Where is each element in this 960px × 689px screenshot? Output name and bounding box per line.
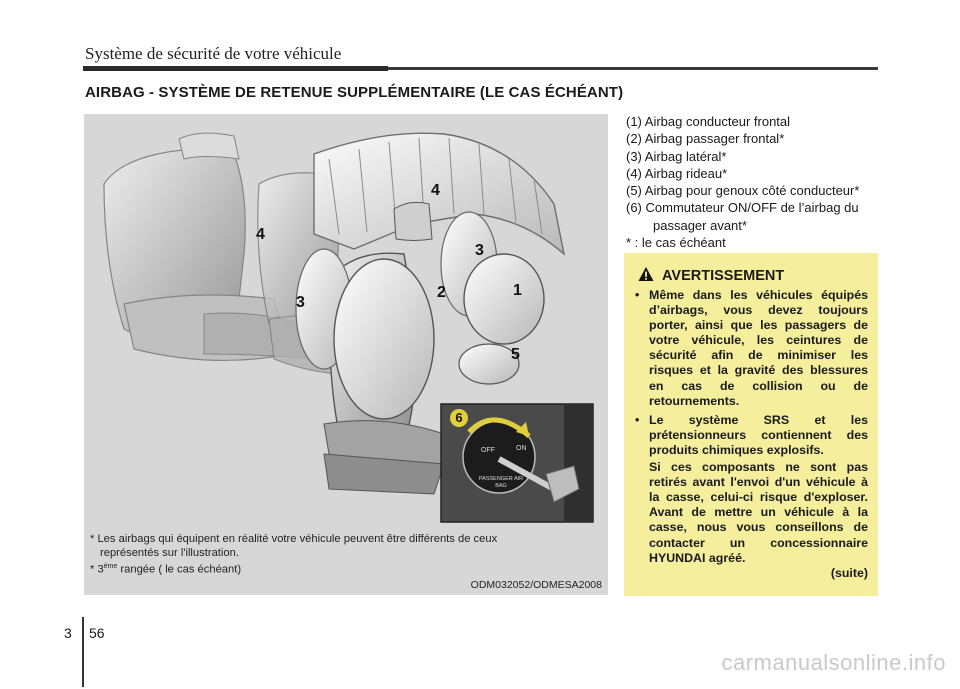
- figure-note-2: * 3ème rangée ( le cas échéant): [90, 560, 241, 577]
- warning-bullet-1: Même dans les véhicules équipés d’airbag…: [632, 288, 868, 409]
- callout-3-a: 3: [296, 294, 305, 311]
- warning-header: AVERTISSEMENT: [638, 266, 784, 284]
- airbag-drawing: [103, 132, 594, 523]
- legend-item-5: (5) Airbag pour genoux côté conducteur*: [626, 183, 860, 199]
- running-header: Système de sécurité de votre véhicule: [85, 44, 342, 63]
- airbag-legend: (1) Airbag conducteur frontal (2) Airbag…: [626, 113, 882, 251]
- legend-item-6: (6) Commutateur ON/OFF de l’airbag du pa…: [626, 200, 859, 233]
- callout-4-b: 4: [431, 182, 440, 199]
- section-title: AIRBAG - SYSTÈME DE RETENUE SUPPLÉMENTAI…: [85, 84, 624, 101]
- callout-5: 5: [511, 346, 520, 363]
- callout-3-b: 3: [475, 242, 484, 259]
- knee-airbag: [458, 343, 520, 385]
- curtain-airbag: [313, 132, 566, 256]
- header-rule-accent: [83, 66, 388, 71]
- warning-body: Même dans les véhicules équipés d’airbag…: [632, 288, 868, 581]
- figure-note-2-suffix: rangée ( le cas échéant): [117, 563, 242, 576]
- switch-on-label: ON: [516, 445, 527, 452]
- figure-note-2-sup: ème: [103, 563, 118, 570]
- figure-note-1-line-1: * Les airbags qui équipent en réalité vo…: [90, 533, 498, 545]
- legend-item-3: (3) Airbag latéral*: [626, 148, 727, 164]
- airbag-illustration: 4 4 3 3 2 1 5 6 OFF ON PASSENGER AIR BAG…: [84, 114, 608, 595]
- passenger-airbag: [333, 258, 435, 420]
- switch-off-label: OFF: [481, 447, 495, 454]
- warning-triangle-icon: [638, 267, 654, 281]
- callout-2: 2: [437, 284, 446, 301]
- figure-note-1-line-2: représentés sur l'illustration.: [100, 547, 239, 559]
- switch-inset: [440, 403, 594, 523]
- switch-name-label: PASSENGER AIR BAG: [478, 476, 524, 489]
- figure-note-1: * Les airbags qui équipent en réalité vo…: [90, 532, 497, 560]
- page-number: 56: [89, 625, 105, 641]
- figure-note-2-prefix: * 3: [90, 563, 104, 576]
- warning-box: AVERTISSEMENT Même dans les véhicules éq…: [624, 253, 878, 596]
- driver-airbag: [463, 253, 545, 345]
- callout-6: 6: [450, 409, 468, 427]
- legend-item-1: (1) Airbag conducteur frontal: [626, 114, 791, 129]
- legend-footnote: * : le cas échéant: [626, 235, 726, 251]
- watermark: carmanualsonline.info: [721, 650, 946, 675]
- page-number-rule: [82, 617, 84, 687]
- chapter-number: 3: [64, 625, 72, 641]
- callout-4-a: 4: [256, 226, 265, 243]
- callout-1: 1: [513, 282, 522, 299]
- legend-item-4: (4) Airbag rideau*: [626, 165, 728, 181]
- warning-continued-label: (suite): [830, 565, 868, 580]
- warning-bullet-2: Le système SRS et les prétensionneurs co…: [632, 413, 868, 458]
- header-rule: [83, 67, 878, 70]
- figure-code: ODM032052/ODMESA2008: [470, 579, 602, 591]
- legend-item-2: (2) Airbag passager frontal*: [626, 131, 785, 147]
- warning-bullet-2-continued: Si ces composants ne sont pas retirés av…: [649, 460, 868, 565]
- warning-title: AVERTISSEMENT: [662, 268, 785, 284]
